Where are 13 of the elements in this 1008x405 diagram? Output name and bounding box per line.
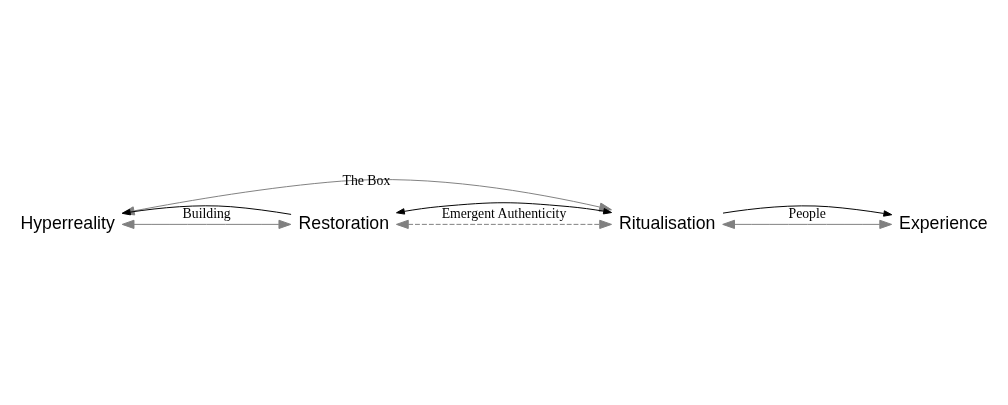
edge-label: Emergent Authenticity xyxy=(441,205,567,221)
node-text: Restoration xyxy=(298,212,390,233)
arrow xyxy=(121,219,292,229)
arrow xyxy=(396,219,612,229)
arrow xyxy=(121,204,292,215)
node-text: Ritualisation xyxy=(618,212,716,233)
arrow xyxy=(722,219,893,229)
edge-label: The Box xyxy=(342,172,391,188)
node-text: Experience xyxy=(899,212,988,233)
node-text: Hyperreality xyxy=(20,212,115,233)
arrow xyxy=(722,204,893,217)
edge-label: Building xyxy=(182,205,231,221)
edge-label: People xyxy=(788,205,826,221)
